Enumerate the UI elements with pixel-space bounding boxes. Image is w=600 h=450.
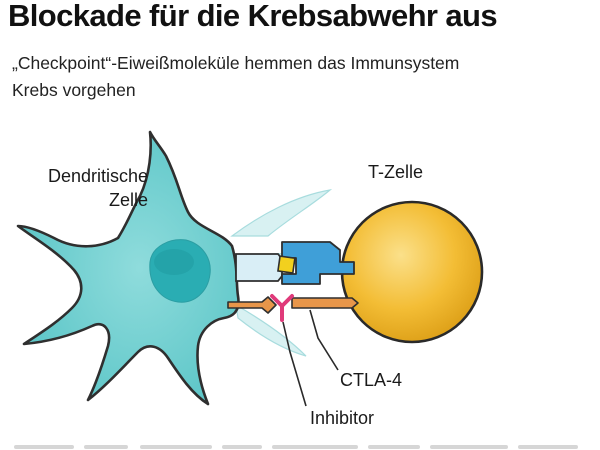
dendritic-nucleus-shadow <box>154 249 194 275</box>
cropped-text-line <box>0 442 600 450</box>
subtitle: „Checkpoint“-Eiweißmoleküle hemmen das I… <box>12 50 600 104</box>
dendritic-halo-upper <box>230 189 333 237</box>
dendritic-cell-body <box>16 130 240 406</box>
subtitle-line-2: Krebs vorgehen <box>12 80 136 100</box>
label-dendritic-cell-line-1: Dendritische <box>47 166 148 186</box>
antigen <box>277 255 296 274</box>
leader-line-inhibitor <box>282 321 307 407</box>
label-dendritic-cell-line-2: Zelle <box>108 190 148 210</box>
leader-lines <box>282 309 339 407</box>
mhc-molecule <box>235 253 283 282</box>
label-t-cell: T-Zelle <box>368 162 424 182</box>
dendritic-halo-lower <box>235 303 307 357</box>
label-dendritic-cell: Dendritische Zelle <box>48 164 148 212</box>
costimulatory-molecule <box>227 296 277 314</box>
label-inhibitor: Inhibitor <box>310 408 375 428</box>
t-cell-body <box>340 200 484 344</box>
checkpoint-inhibitor <box>270 294 294 322</box>
label-ctla4: CTLA-4 <box>340 370 403 390</box>
ctla4-receptor <box>291 297 359 309</box>
subtitle-line-1: „Checkpoint“-Eiweißmoleküle hemmen das I… <box>12 53 460 73</box>
leader-line-ctla4 <box>309 309 339 371</box>
t-cell-receptor <box>281 241 355 285</box>
page-title: Blockade für die Krebsabwehr aus <box>8 0 498 33</box>
